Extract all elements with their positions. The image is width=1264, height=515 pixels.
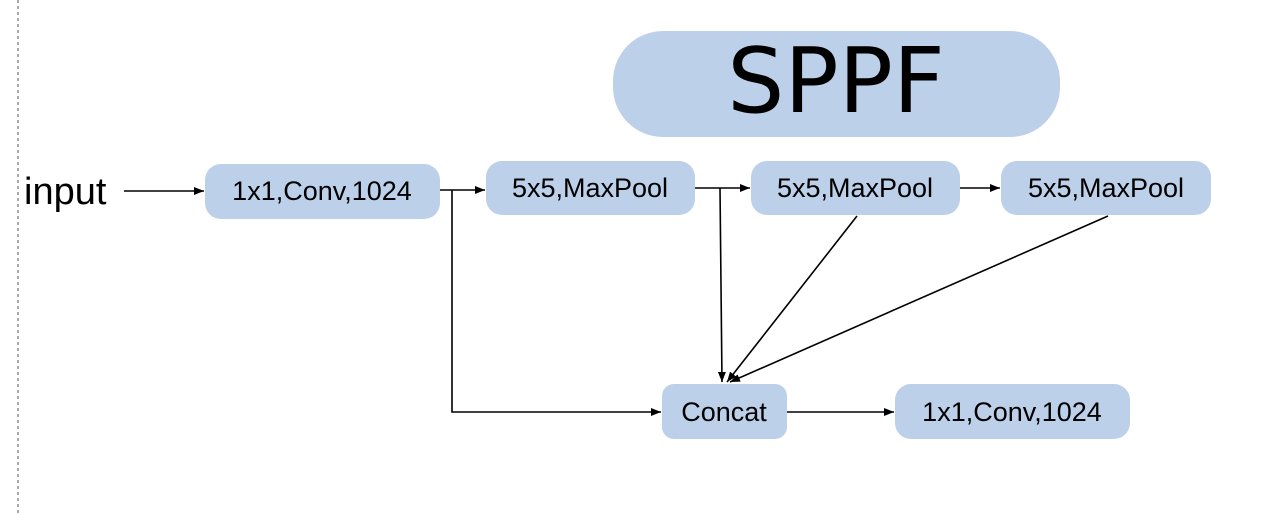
node-pool1: 5x5,MaxPool — [486, 161, 695, 215]
title-box: SPPF — [613, 29, 1060, 137]
input-label: input — [24, 171, 107, 213]
diagram-title: SPPF — [727, 29, 944, 134]
node-pool3-label: 5x5,MaxPool — [1028, 173, 1184, 203]
edge-pool2-to-concat — [726, 215, 858, 383]
node-concat: Concat — [662, 384, 787, 439]
edge-pool1-to-concat — [717, 187, 726, 383]
node-pool1-label: 5x5,MaxPool — [512, 173, 668, 203]
node-concat-label: Concat — [681, 397, 767, 427]
node-pool2: 5x5,MaxPool — [751, 161, 960, 215]
node-pool3: 5x5,MaxPool — [1001, 161, 1211, 215]
node-conv-out: 1x1,Conv,1024 — [895, 384, 1130, 439]
node-conv-out-label: 1x1,Conv,1024 — [922, 397, 1102, 427]
node-conv-in-label: 1x1,Conv,1024 — [232, 176, 412, 206]
node-conv-in: 1x1,Conv,1024 — [205, 164, 440, 219]
edges — [124, 184, 1109, 416]
edge-conv-to-concat — [451, 190, 661, 416]
node-pool2-label: 5x5,MaxPool — [777, 173, 933, 203]
edge-pool3-to-concat — [729, 215, 1109, 383]
